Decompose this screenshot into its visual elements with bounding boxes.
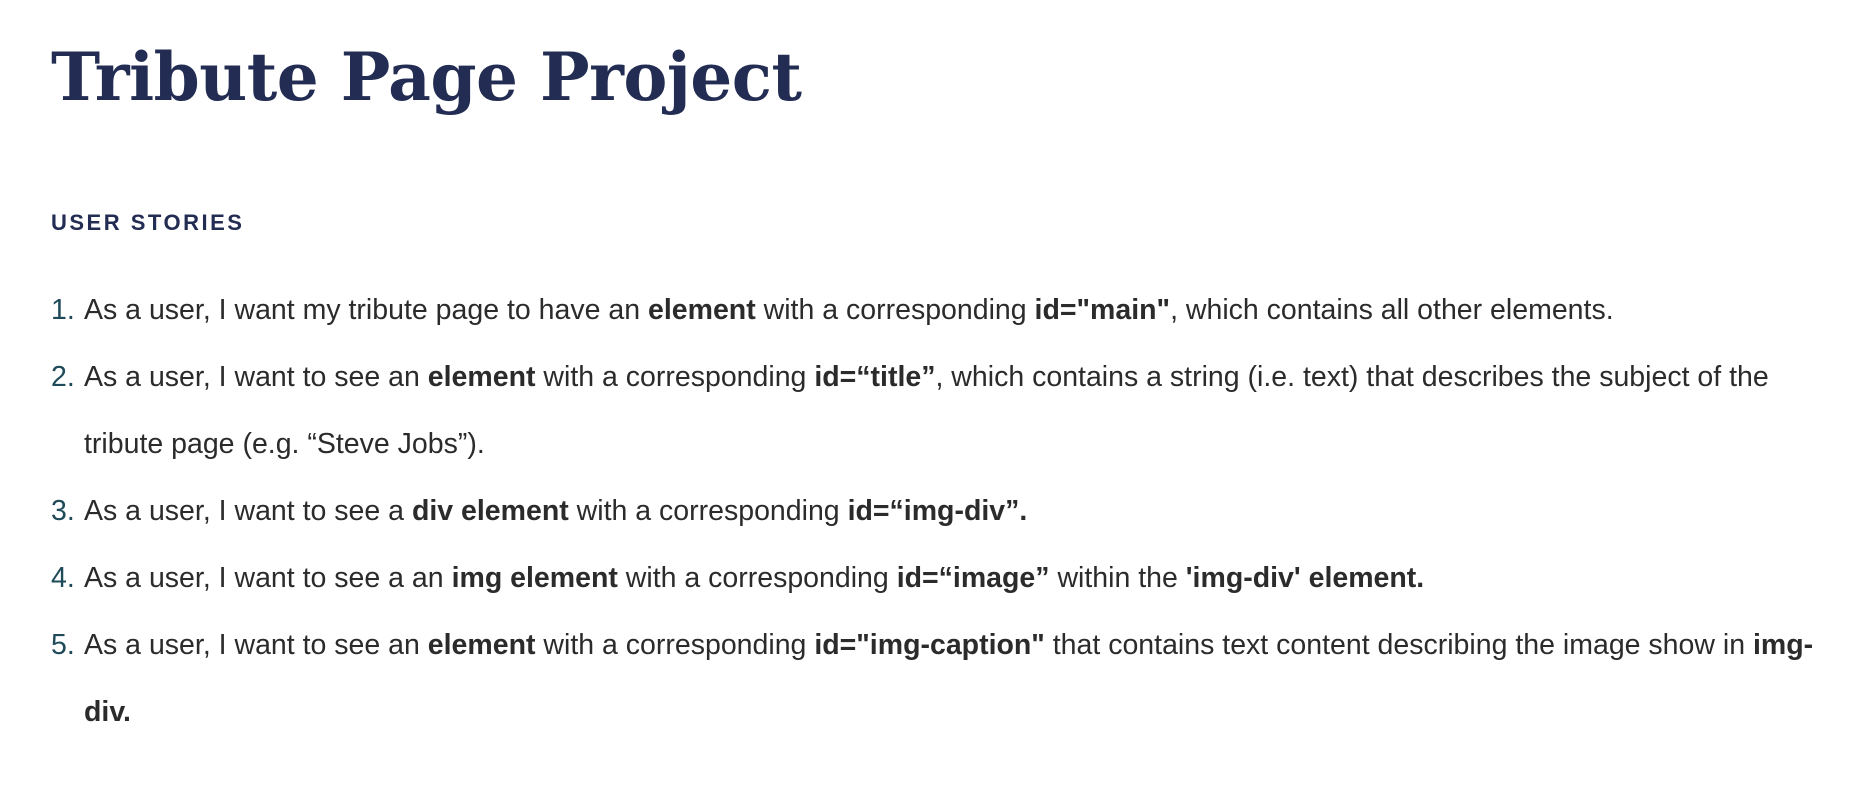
user-story-item: 3. As a user, I want to see a div elemen…	[51, 478, 1851, 545]
story-emphasis: id=“img-div”.	[847, 495, 1028, 527]
story-number: 2.	[51, 361, 75, 393]
story-emphasis: id="main"	[1034, 294, 1171, 326]
story-text: with a corresponding	[535, 629, 815, 661]
user-story-item: 4. As a user, I want to see a an img ele…	[51, 545, 1851, 612]
story-number: 1.	[51, 294, 75, 326]
user-story-item: 2. As a user, I want to see an element w…	[51, 344, 1851, 478]
story-number: 4.	[51, 562, 75, 594]
user-stories-heading: USER STORIES	[51, 210, 245, 235]
story-emphasis: id=“title”	[814, 361, 936, 393]
page-title: Tribute Page Project	[51, 38, 802, 116]
story-number: 3.	[51, 495, 75, 527]
story-text: with a corresponding	[617, 562, 897, 594]
story-text: with a corresponding	[535, 361, 815, 393]
story-text: , which contains a string (i.e. text) th…	[84, 361, 1769, 460]
story-text: As a user, I want my tribute page to hav…	[84, 294, 648, 326]
story-text: with a corresponding	[755, 294, 1035, 326]
story-emphasis: element	[427, 629, 536, 661]
story-number: 5.	[51, 629, 75, 661]
story-text: As a user, I want to see an	[84, 629, 428, 661]
user-story-item: 5. As a user, I want to see an element w…	[51, 612, 1851, 746]
story-emphasis: element	[427, 361, 536, 393]
story-emphasis: img element	[451, 562, 618, 594]
user-stories-list: 1. As a user, I want my tribute page to …	[51, 277, 1851, 746]
story-text: As a user, I want to see an	[84, 361, 428, 393]
story-emphasis: div element	[411, 495, 569, 527]
story-emphasis: 'img-div' element.	[1185, 562, 1425, 594]
story-text: As a user, I want to see a	[84, 495, 412, 527]
story-emphasis: img-div.	[84, 629, 1814, 728]
story-text: with a corresponding	[568, 495, 848, 527]
story-text: that contains text content describing th…	[1044, 629, 1753, 661]
story-text: As a user, I want to see a an	[84, 562, 452, 594]
story-text: , which contains all other elements.	[1170, 294, 1614, 326]
story-text: within the	[1049, 562, 1186, 594]
story-emphasis: id="img-caption"	[814, 629, 1045, 661]
story-emphasis: id=“image”	[896, 562, 1050, 594]
story-emphasis: element	[648, 294, 756, 326]
user-story-item: 1. As a user, I want my tribute page to …	[51, 277, 1851, 344]
